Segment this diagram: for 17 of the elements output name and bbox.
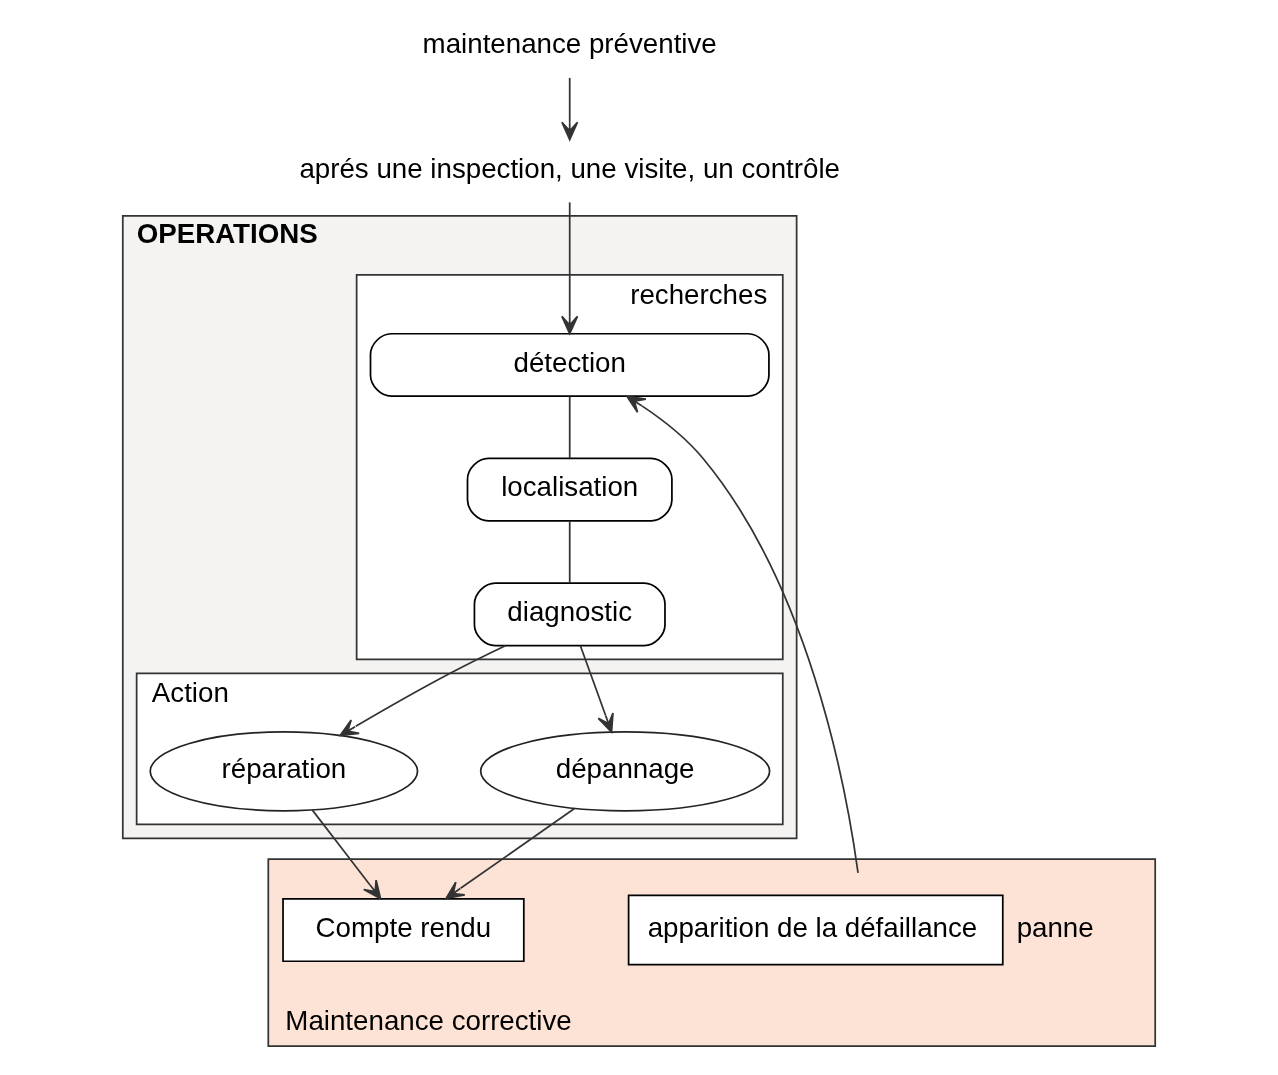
arrow <box>445 807 576 900</box>
node-text: aprés une inspection, une visite, un contrôle <box>299 152 840 184</box>
arrow <box>561 201 579 335</box>
arrow <box>339 644 507 737</box>
connector <box>568 395 571 460</box>
arrow <box>626 395 859 874</box>
node-label: panne <box>1016 911 1094 943</box>
arrow <box>561 77 579 141</box>
node-ellipse: dépannage <box>479 731 771 812</box>
arrow <box>579 644 614 733</box>
node-box: diagnostic <box>473 582 666 647</box>
node-ellipse: réparation <box>149 731 419 812</box>
node-text: maintenance préventive <box>422 27 717 59</box>
node-box: localisation <box>466 457 673 522</box>
connector <box>568 520 571 584</box>
node-box: Compte rendu <box>282 898 525 963</box>
node-box: détection <box>369 332 770 397</box>
